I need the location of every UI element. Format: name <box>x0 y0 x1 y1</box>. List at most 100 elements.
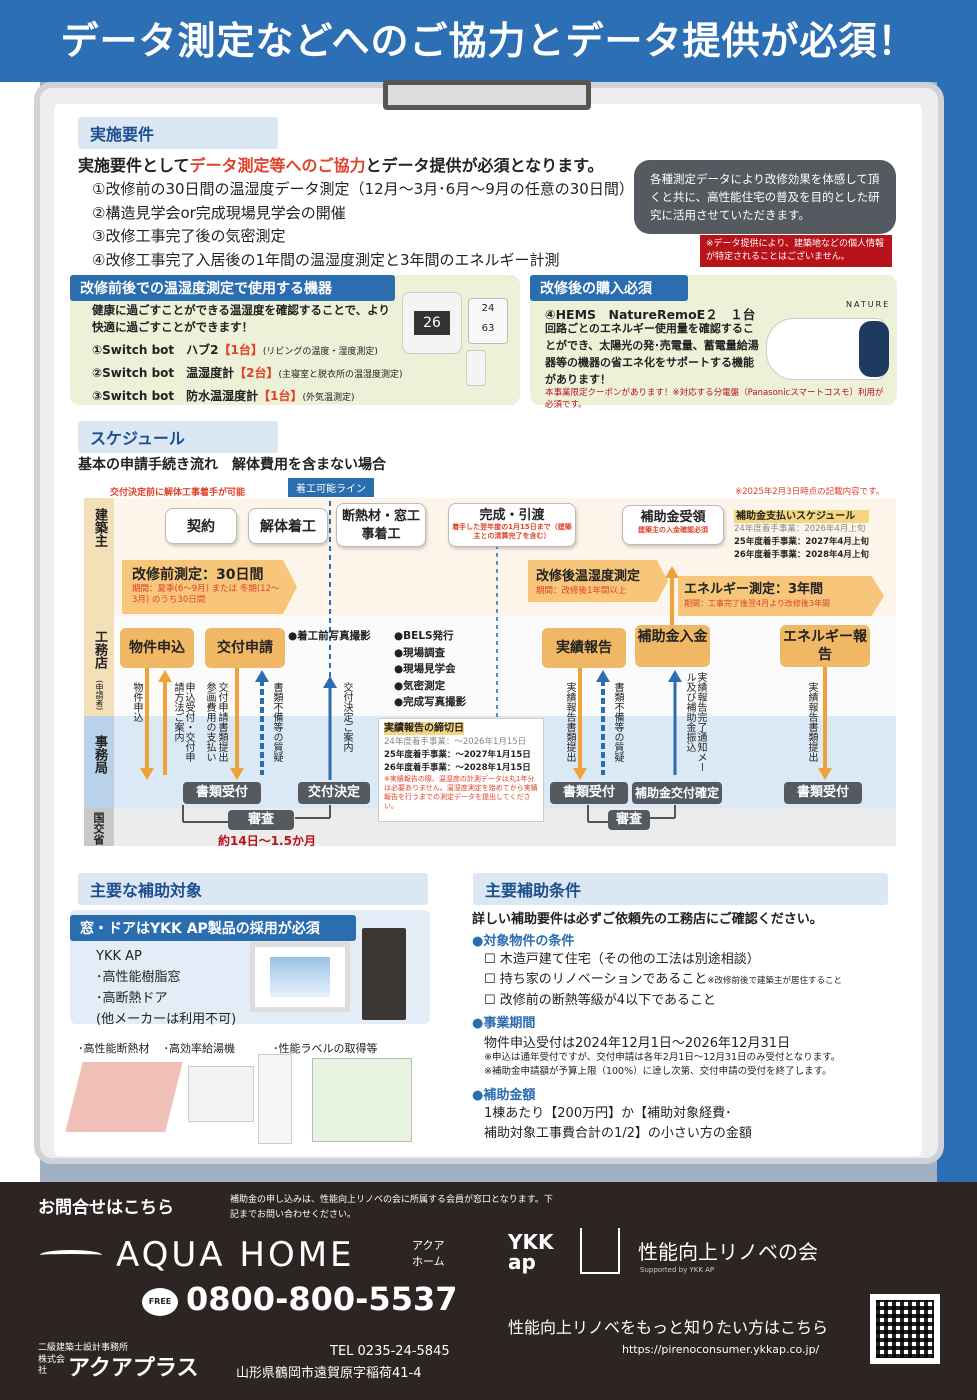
period-note: ※補助金申請額が予算上限（100%）に達し次第、交付申請の受付を終了します。 <box>484 1066 832 1077</box>
footer-inquiry: お問合せはこちら <box>38 1198 174 1218</box>
row-builder-sub: (申請者) <box>95 680 104 711</box>
product-label: ･性能ラベルの取得等 <box>273 1042 378 1055</box>
box-grant-app: 交付申請 <box>205 628 285 668</box>
product-label: ･高効率給湯機 <box>163 1042 236 1055</box>
step-complete: 完成・引渡 着手した翌年度の1月15日まで（建築主との清算完了を含む） <box>448 503 576 547</box>
water-heater-icon <box>258 1054 292 1144</box>
targets-line: (他メーカーは利用不可) <box>96 1012 237 1027</box>
vtext-fee: 参画費用の支払い <box>204 682 215 762</box>
deadline-line: 26年度着手事業：～2028年1月15日 <box>384 763 531 773</box>
pre-measure-title: 改修前測定：30日間 <box>132 567 264 583</box>
window-pane <box>270 957 330 997</box>
vtext-report-docs: 実績報告書類提出 <box>564 682 575 762</box>
row-builder: 工務店 <box>92 630 107 669</box>
pay-schedule: 補助金支払いスケジュール 24年度着手事業：2026年4月上旬 25年度着手事業… <box>734 510 869 562</box>
builder-list-item: ●BELS発行 <box>394 630 454 642</box>
duration: 約14日～1.5か月 <box>218 834 316 848</box>
vtext-complete-mail: 実績報告完了通知メール及び補助金振込 <box>684 672 706 772</box>
prop-title: ●対象物件の条件 <box>472 934 575 949</box>
pre-measure-band <box>122 560 297 614</box>
targets-line: ･高断熱ドア <box>96 991 168 1006</box>
left-stripe <box>0 82 40 1182</box>
clip-icon <box>383 80 591 110</box>
devices-desc: 健康に過ごすことができる温湿度を確認することで、より快適に過ごすことができます！ <box>92 303 390 334</box>
post-measure-band <box>528 560 668 602</box>
amount-title: ●補助金額 <box>472 1088 536 1103</box>
company-address: 山形県鶴岡市遠賀原字稲荷41-4 <box>236 1366 422 1381</box>
assoc-name: 性能向上リノベの会 <box>638 1240 818 1264</box>
requirement-item: ②構造見学会or完成現場見学会の開催 <box>92 203 346 222</box>
free-dial-icon: FREE <box>142 1288 178 1316</box>
deadline-line: 24年度着手事業：～2026年1月15日 <box>384 737 527 747</box>
assoc-sub: Supported by YKK AP <box>640 1266 715 1274</box>
box-property: 物件申込 <box>120 628 194 668</box>
requirements-title: 実施要件 <box>78 117 278 149</box>
devices-title: 改修前後での温湿度測定で使用する機器 <box>70 275 395 301</box>
period-note: ※申込は通年受付ですが、交付申請は各年2月1日～12月31日のみ受付となります。 <box>484 1052 841 1063</box>
requirement-item: ①改修前の30日間の温湿度データ測定（12月～3月･6月～9月の任意の30日間） <box>92 180 634 198</box>
url-link[interactable]: https://pirenoconsumer.ykkap.co.jp/ <box>622 1343 820 1356</box>
line-label: 着工可能ライン <box>288 478 374 497</box>
targets-list: YKK AP ･高性能樹脂窓 ･高断熱ドア (他メーカーは利用不可) <box>96 946 236 1030</box>
heat-pump-icon <box>188 1066 254 1122</box>
pay-line: 25年度着手事業：2027年4月上旬 <box>734 537 869 547</box>
deadline-note: ※実績報告の際、温湿度の計測データは丸1年分は必要ありません。温湿度測定を始めて… <box>384 775 538 810</box>
pay-schedule-title: 補助金支払いスケジュール <box>734 510 869 523</box>
remo-cap <box>859 321 889 377</box>
footer-note: 補助金の申し込みは、性能向上リノベの会に所属する会員が窓口となります。下記までお… <box>230 1195 553 1220</box>
more-text: 性能向上リノベをもっと知りたい方はこちら <box>508 1318 829 1337</box>
box-energy-report: エネルギー報告 <box>780 625 870 667</box>
phone[interactable]: 0800-800-5537 <box>186 1280 458 1318</box>
product-labels: ･高性能断熱材 ･高効率給湯機 ･性能ラベルの取得等 <box>78 1040 430 1056</box>
company-prefix: 株式会社 <box>38 1355 66 1376</box>
builder-list-b: ●BELS発行 ●現場調査 ●現場見学会 ●気密測定 ●完成写真撮影 <box>394 628 466 711</box>
vtext-inquiry: 書類不備等の質疑 <box>271 682 282 762</box>
purchase-title: 改修後の購入必須 <box>530 275 688 301</box>
office-doc1: 書類受付 <box>183 782 261 804</box>
remo-device-icon <box>766 318 889 380</box>
window-icon <box>250 942 350 1012</box>
purchase-item: ④HEMS NatureRemoE２ １台 <box>545 307 756 322</box>
deadline-line: 25年度着手事業：～2027年1月15日 <box>384 750 531 760</box>
step-subsidy-note: 建築主の入金確認必須 <box>638 526 708 534</box>
info-bubble: 各種測定データにより改修効果を体感して頂くと共に、高性能住宅の普及を目的とした研… <box>634 160 896 234</box>
conditions-checks: ☐ 木造戸建て住宅（その他の工法は別途相談） ☐ 持ち家のリノベーションであるこ… <box>484 950 842 1011</box>
ministry-review2: 審査 <box>608 810 650 830</box>
vtext-report-docs2: 実績報告書類提出 <box>806 682 817 762</box>
box-report: 実績報告 <box>542 628 626 668</box>
builder-list-item: ●完成写真撮影 <box>394 696 467 708</box>
qr-pattern <box>876 1300 934 1358</box>
ministry-review1: 審査 <box>228 810 294 830</box>
deadline-title: 実績報告の締切日 <box>384 722 464 735</box>
energy-band <box>678 576 884 616</box>
box-subsidy-in: 補助金入金 <box>635 625 710 667</box>
vtext-grant-docs: 交付申請書類提出 <box>216 682 227 762</box>
performance-label-icon <box>312 1058 412 1142</box>
step-demolition: 解体着工 <box>248 508 328 544</box>
device-item: ②Switch bot 温湿度計【2台】(主寝室と脱衣所の温湿度測定) <box>92 366 403 380</box>
post-measure-note: 期間：改修後1年間以上 <box>536 586 627 596</box>
post-measure-title: 改修後温湿度測定 <box>536 569 641 584</box>
step-subsidy-receive: 補助金受領 建築主の入金確認必須 <box>622 505 724 545</box>
privacy-note: ※データ提供により、建築地などの個人情報が特定されることはございません。 <box>700 235 892 267</box>
row-owner: 建築主 <box>92 508 107 547</box>
intro-pre: 実施要件として <box>78 156 190 175</box>
period-text: 物件申込受付は2024年12月1日～2026年12月31日 <box>484 1036 791 1051</box>
company-tel: TEL 0235-24-5845 <box>330 1344 450 1359</box>
office-doc2: 書類受付 <box>550 782 628 804</box>
qr-code-icon[interactable] <box>870 1294 940 1364</box>
builder-list-item: ●現場見学会 <box>394 663 456 675</box>
energy-title: エネルギー測定：3年間 <box>684 582 824 597</box>
page-title: データ測定などへのご協力とデータ提供が必須！ <box>60 19 917 63</box>
office-decision: 交付決定 <box>298 782 370 804</box>
vtext-accept: 申込受付・交付申請方法ご案内 <box>172 682 194 762</box>
pay-line: 24年度着手事業：2026年4月上旬 <box>734 524 866 534</box>
amount-text: 1棟あたり【200万円】か【補助対象経費･ 補助対象工事費合計の1/2】の小さい… <box>484 1104 752 1144</box>
office-confirm: 補助金交付確定 <box>632 782 722 804</box>
meter-hum: 63 <box>481 323 495 334</box>
targets-line: ･高性能樹脂窓 <box>96 970 181 985</box>
targets-title: 主要な補助対象 <box>78 873 428 905</box>
insulation-icon <box>65 1062 183 1132</box>
door-icon <box>362 928 406 1020</box>
intro-post: とデータ提供が必須となります。 <box>365 156 604 175</box>
